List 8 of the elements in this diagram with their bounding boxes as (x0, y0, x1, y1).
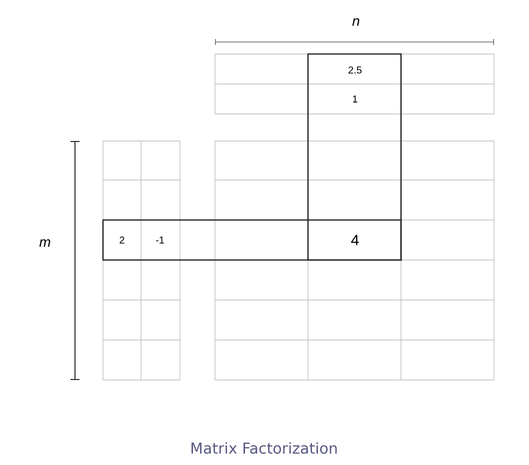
cell-value: 4 (351, 234, 359, 246)
cell-value: -1 (156, 236, 164, 244)
cell-value: 1 (353, 96, 358, 102)
cell-value: 2 (120, 236, 124, 244)
cell-value: 2.5 (348, 66, 362, 74)
caption: Matrix Factorization (192, 442, 337, 454)
dimension-label: n (352, 18, 360, 26)
dimension-label: m (39, 239, 50, 247)
